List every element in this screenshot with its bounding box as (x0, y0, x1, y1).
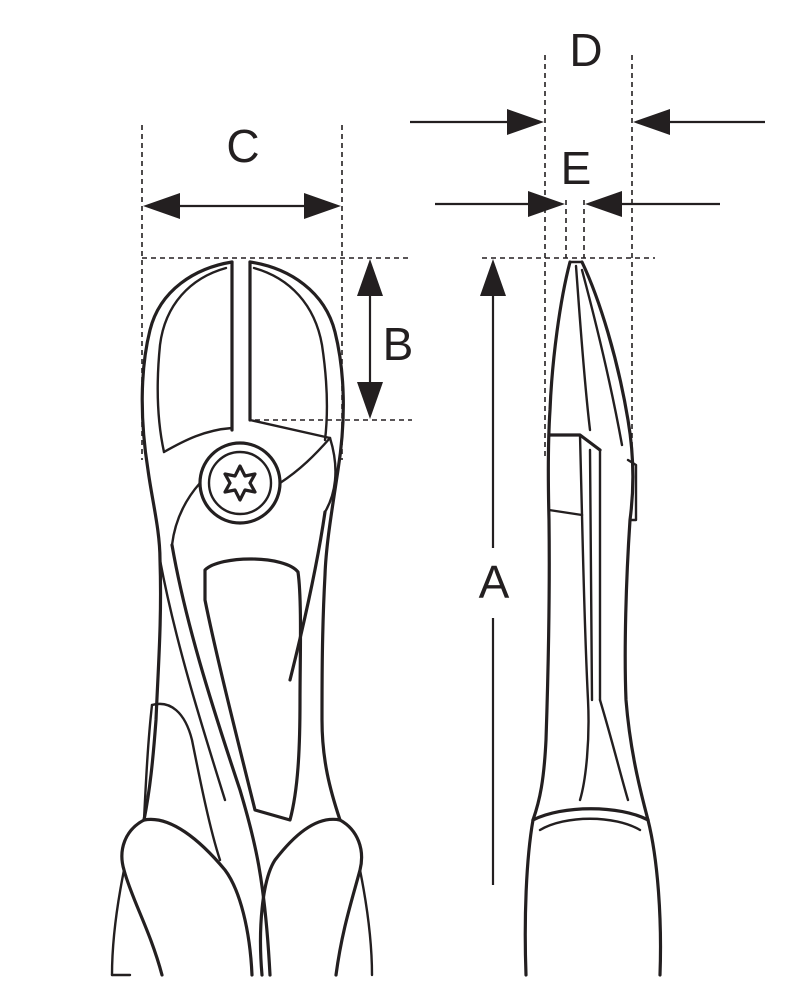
side-grip-collar-inner (538, 817, 642, 832)
grip-right-outer (358, 868, 374, 977)
pivot-housing-right (278, 436, 332, 485)
side-hinge-top (547, 433, 602, 452)
side-handle-inner-left (578, 513, 590, 802)
side-profile-left (531, 260, 572, 822)
dimension-b: B (357, 259, 413, 419)
pivot-ring-inner (207, 450, 273, 516)
grip-left-inner (142, 817, 254, 977)
handle-arm-left-inner (158, 558, 227, 802)
jaw-base-left (162, 426, 234, 454)
side-handle-seam-2 (588, 448, 594, 702)
dimension-c-label: C (226, 120, 259, 172)
dimension-e: E (435, 142, 720, 217)
head-outline (140, 260, 234, 822)
side-blade-bevel (580, 268, 624, 447)
handle-arm-right-upper (288, 510, 327, 682)
side-view: D E A (410, 24, 765, 977)
front-view: C B (110, 120, 413, 977)
dimension-e-label: E (561, 142, 592, 194)
dimension-c-arrow-right (304, 193, 341, 219)
side-grip-collar (531, 807, 650, 822)
dimension-b-label: B (383, 318, 414, 370)
dimension-b-arrow-top (357, 259, 383, 296)
dimension-e-arrow-left (528, 191, 565, 217)
dimension-a-label: A (479, 556, 510, 608)
handle-arm-left-cross (170, 543, 272, 977)
dimension-a-arrow-top (480, 259, 506, 296)
dimension-e-arrow-right (585, 191, 622, 217)
jaw-inner-left (156, 266, 228, 454)
side-blade-center (574, 264, 592, 432)
dimension-d-arrow-left (507, 109, 544, 135)
dimension-c: C (143, 120, 341, 219)
grip-left-collar-edge (142, 703, 154, 822)
dimension-d-label: D (569, 24, 602, 76)
side-grip-left (523, 818, 535, 977)
dimension-b-arrow-bottom (357, 382, 383, 419)
grip-right (334, 818, 364, 977)
side-pivot-nub (626, 458, 638, 522)
grip-right-inner (258, 817, 342, 977)
head-outline-right (248, 260, 345, 822)
side-grip-right (646, 818, 663, 977)
jaw-inner-right (252, 266, 329, 442)
dimension-d: D (410, 24, 765, 135)
side-handle-inner-right (598, 698, 630, 802)
pivot-ring-outer (198, 441, 282, 525)
jaw-right-cheek (323, 436, 337, 514)
grip-left-outer (110, 868, 126, 977)
jaw-base-right (248, 418, 332, 440)
side-hinge-edge (578, 433, 584, 517)
dimension-c-arrow-left (143, 193, 180, 219)
dimension-a: A (479, 259, 510, 885)
side-hinge-bottom (547, 508, 584, 517)
dimension-d-arrow-right (633, 109, 670, 135)
torx-star-icon (223, 464, 257, 502)
cutter-side-outline (523, 260, 663, 977)
handle-window (203, 557, 303, 822)
grip-left (120, 818, 164, 977)
cutter-front-outline (110, 260, 374, 977)
grip-left-collar (150, 702, 222, 862)
pivot-housing-left (170, 481, 202, 547)
